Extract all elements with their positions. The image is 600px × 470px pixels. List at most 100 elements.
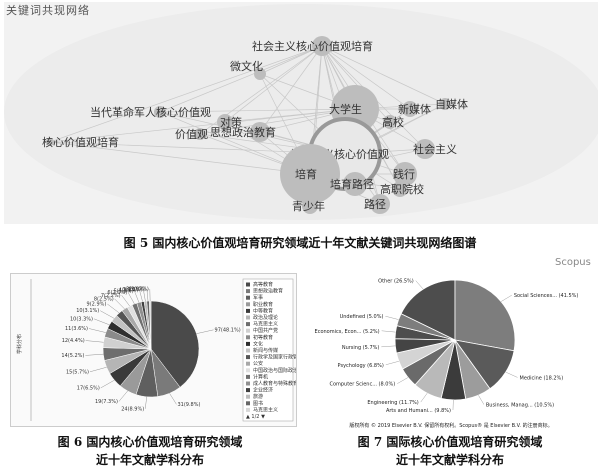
network-node-label: 社会主义核心价值观培育 (252, 39, 373, 53)
pie-leader-line (128, 292, 135, 305)
network-node-label: 高校 (382, 115, 404, 129)
pie-slice-label: Computer Scienc... (8.0%) (329, 382, 395, 388)
pie-leader-line (139, 289, 143, 302)
legend-item: 中国共产党 (253, 327, 278, 334)
pie-slice-label: Arts and Humani... (9.8%) (386, 408, 451, 414)
pie-leader-line (118, 390, 128, 402)
network-node-label: 当代革命军人核心价值观 (90, 105, 211, 119)
network-node (46, 138, 54, 146)
legend-item: 中等教育 (253, 307, 273, 314)
legend-swatch (246, 335, 250, 340)
network-node (370, 194, 390, 214)
network-node (402, 101, 418, 117)
pie-slice-label: 11(3.6%) (65, 326, 88, 332)
legend-item: 职业教育 (253, 301, 273, 308)
legend-swatch (246, 401, 250, 406)
side-label: 学科分布 (16, 334, 23, 354)
legend-swatch (246, 315, 250, 320)
pie-slice-label: Engineering (11.7%) (367, 400, 418, 406)
legend-swatch (246, 341, 250, 346)
network-edge (259, 45, 323, 133)
network-edge (49, 141, 311, 175)
network-node (415, 139, 435, 159)
pie-slice-label: 19(7.3%) (95, 399, 118, 405)
network-node-label: 微文化 (230, 59, 263, 73)
network-node (439, 98, 451, 110)
pie-leader-line (169, 393, 177, 405)
legend-item: 计算机 (253, 373, 268, 380)
legend-swatch (246, 388, 250, 393)
pie-slice-label: Social Sciences... (41.5%) (514, 293, 579, 299)
legend-swatch (246, 289, 250, 294)
network-node-label: 自媒体 (435, 97, 468, 111)
network-edge (159, 45, 323, 113)
figure-7-caption-line1: 图 7 国际核心价值观培育研究领域 (357, 435, 543, 449)
pie-slice-label: 3(1.1%) (123, 287, 143, 293)
network-node-label: 培育 (295, 167, 317, 181)
pie-slice-label: Business, Manag... (10.5%) (486, 402, 554, 408)
network-node (250, 122, 270, 142)
pie-slice-label: Undefined (5.0%) (340, 314, 384, 320)
network-node-label: 践行 (393, 167, 415, 181)
pie-leader-line (85, 340, 104, 343)
pie-slice (454, 279, 516, 352)
pie-slice-label: 15(5.7%) (66, 369, 89, 375)
network-edge (224, 45, 323, 123)
legend-item: 高等教育 (253, 281, 273, 288)
legend-item: 初等教育 (253, 334, 273, 341)
pie-slice-label: 14(5.2%) (61, 353, 84, 359)
pie-slice-label: 24(8.9%) (121, 406, 144, 412)
legend-item: 行政学及国家行政管理 (253, 354, 296, 361)
legend-swatch (246, 407, 250, 412)
pie-leader-line (89, 367, 107, 372)
legend-page-indicator[interactable]: ▲ 1/2 ▼ (246, 414, 265, 420)
legend-swatch (246, 302, 250, 307)
legend-item: 旅游 (253, 393, 263, 400)
network-node-label: 培育路径 (330, 177, 374, 191)
legend-swatch (246, 308, 250, 313)
legend-swatch (246, 374, 250, 379)
pie-leader-line (85, 353, 104, 356)
pie-leader-line (146, 289, 149, 302)
pie-leader-line (134, 290, 140, 303)
pie-leader-line (505, 371, 518, 378)
legend-item: 图书 (253, 400, 263, 407)
legend-swatch (246, 348, 250, 353)
legend-swatch (246, 295, 250, 300)
pie-slice-label: 7(2.2%) (101, 293, 121, 299)
figure-6-caption-line2: 近十年文献学科分布 (95, 453, 204, 467)
legend-swatch (246, 394, 250, 399)
keyword-cooccurrence-panel (4, 2, 598, 224)
network-edge (321, 45, 446, 105)
panel-title: 关键词共现网络 (6, 4, 90, 17)
pie-leader-line (114, 298, 125, 310)
network-node-label: 核心价值观培育 (42, 135, 119, 149)
legend-item: 成人教育与特殊教育 (253, 380, 296, 387)
network-node (393, 162, 417, 186)
pie-leader-line (100, 379, 115, 389)
pie-leader-line (385, 361, 399, 365)
network-node (154, 106, 166, 118)
network-node-label: 路径 (364, 198, 386, 211)
figure-5-caption: 图 5 国内核心价值观培育研究领域近十年文献关键词共现网络图谱 (123, 236, 477, 250)
international-discipline-chart: Other (26.5%)Social Sciences... (41.5%)M… (315, 279, 579, 429)
network-node (343, 172, 367, 196)
legend-swatch (246, 355, 250, 360)
legend-item: 政治及理论 (253, 314, 278, 321)
legend-swatch (246, 328, 250, 333)
pie-leader-line (93, 318, 110, 326)
pie-slice-label: 6(2.0%) (107, 290, 127, 296)
network-node-label: 大学生 (329, 102, 362, 116)
pie-slice (400, 279, 456, 341)
network-edge (49, 45, 323, 143)
pie-leader-line (397, 377, 409, 384)
network-node (254, 68, 266, 80)
pie-leader-line (144, 396, 147, 409)
network-node-label: 社会主义 (413, 142, 457, 156)
legend-swatch (246, 282, 250, 287)
network-node-label: 思想政治教育 (210, 125, 276, 139)
pie-slice-label: 4(1.2%) (119, 287, 139, 293)
legend-item: 思想政治教育 (253, 288, 283, 295)
pie-leader-line (121, 295, 130, 307)
network-node (392, 181, 408, 197)
